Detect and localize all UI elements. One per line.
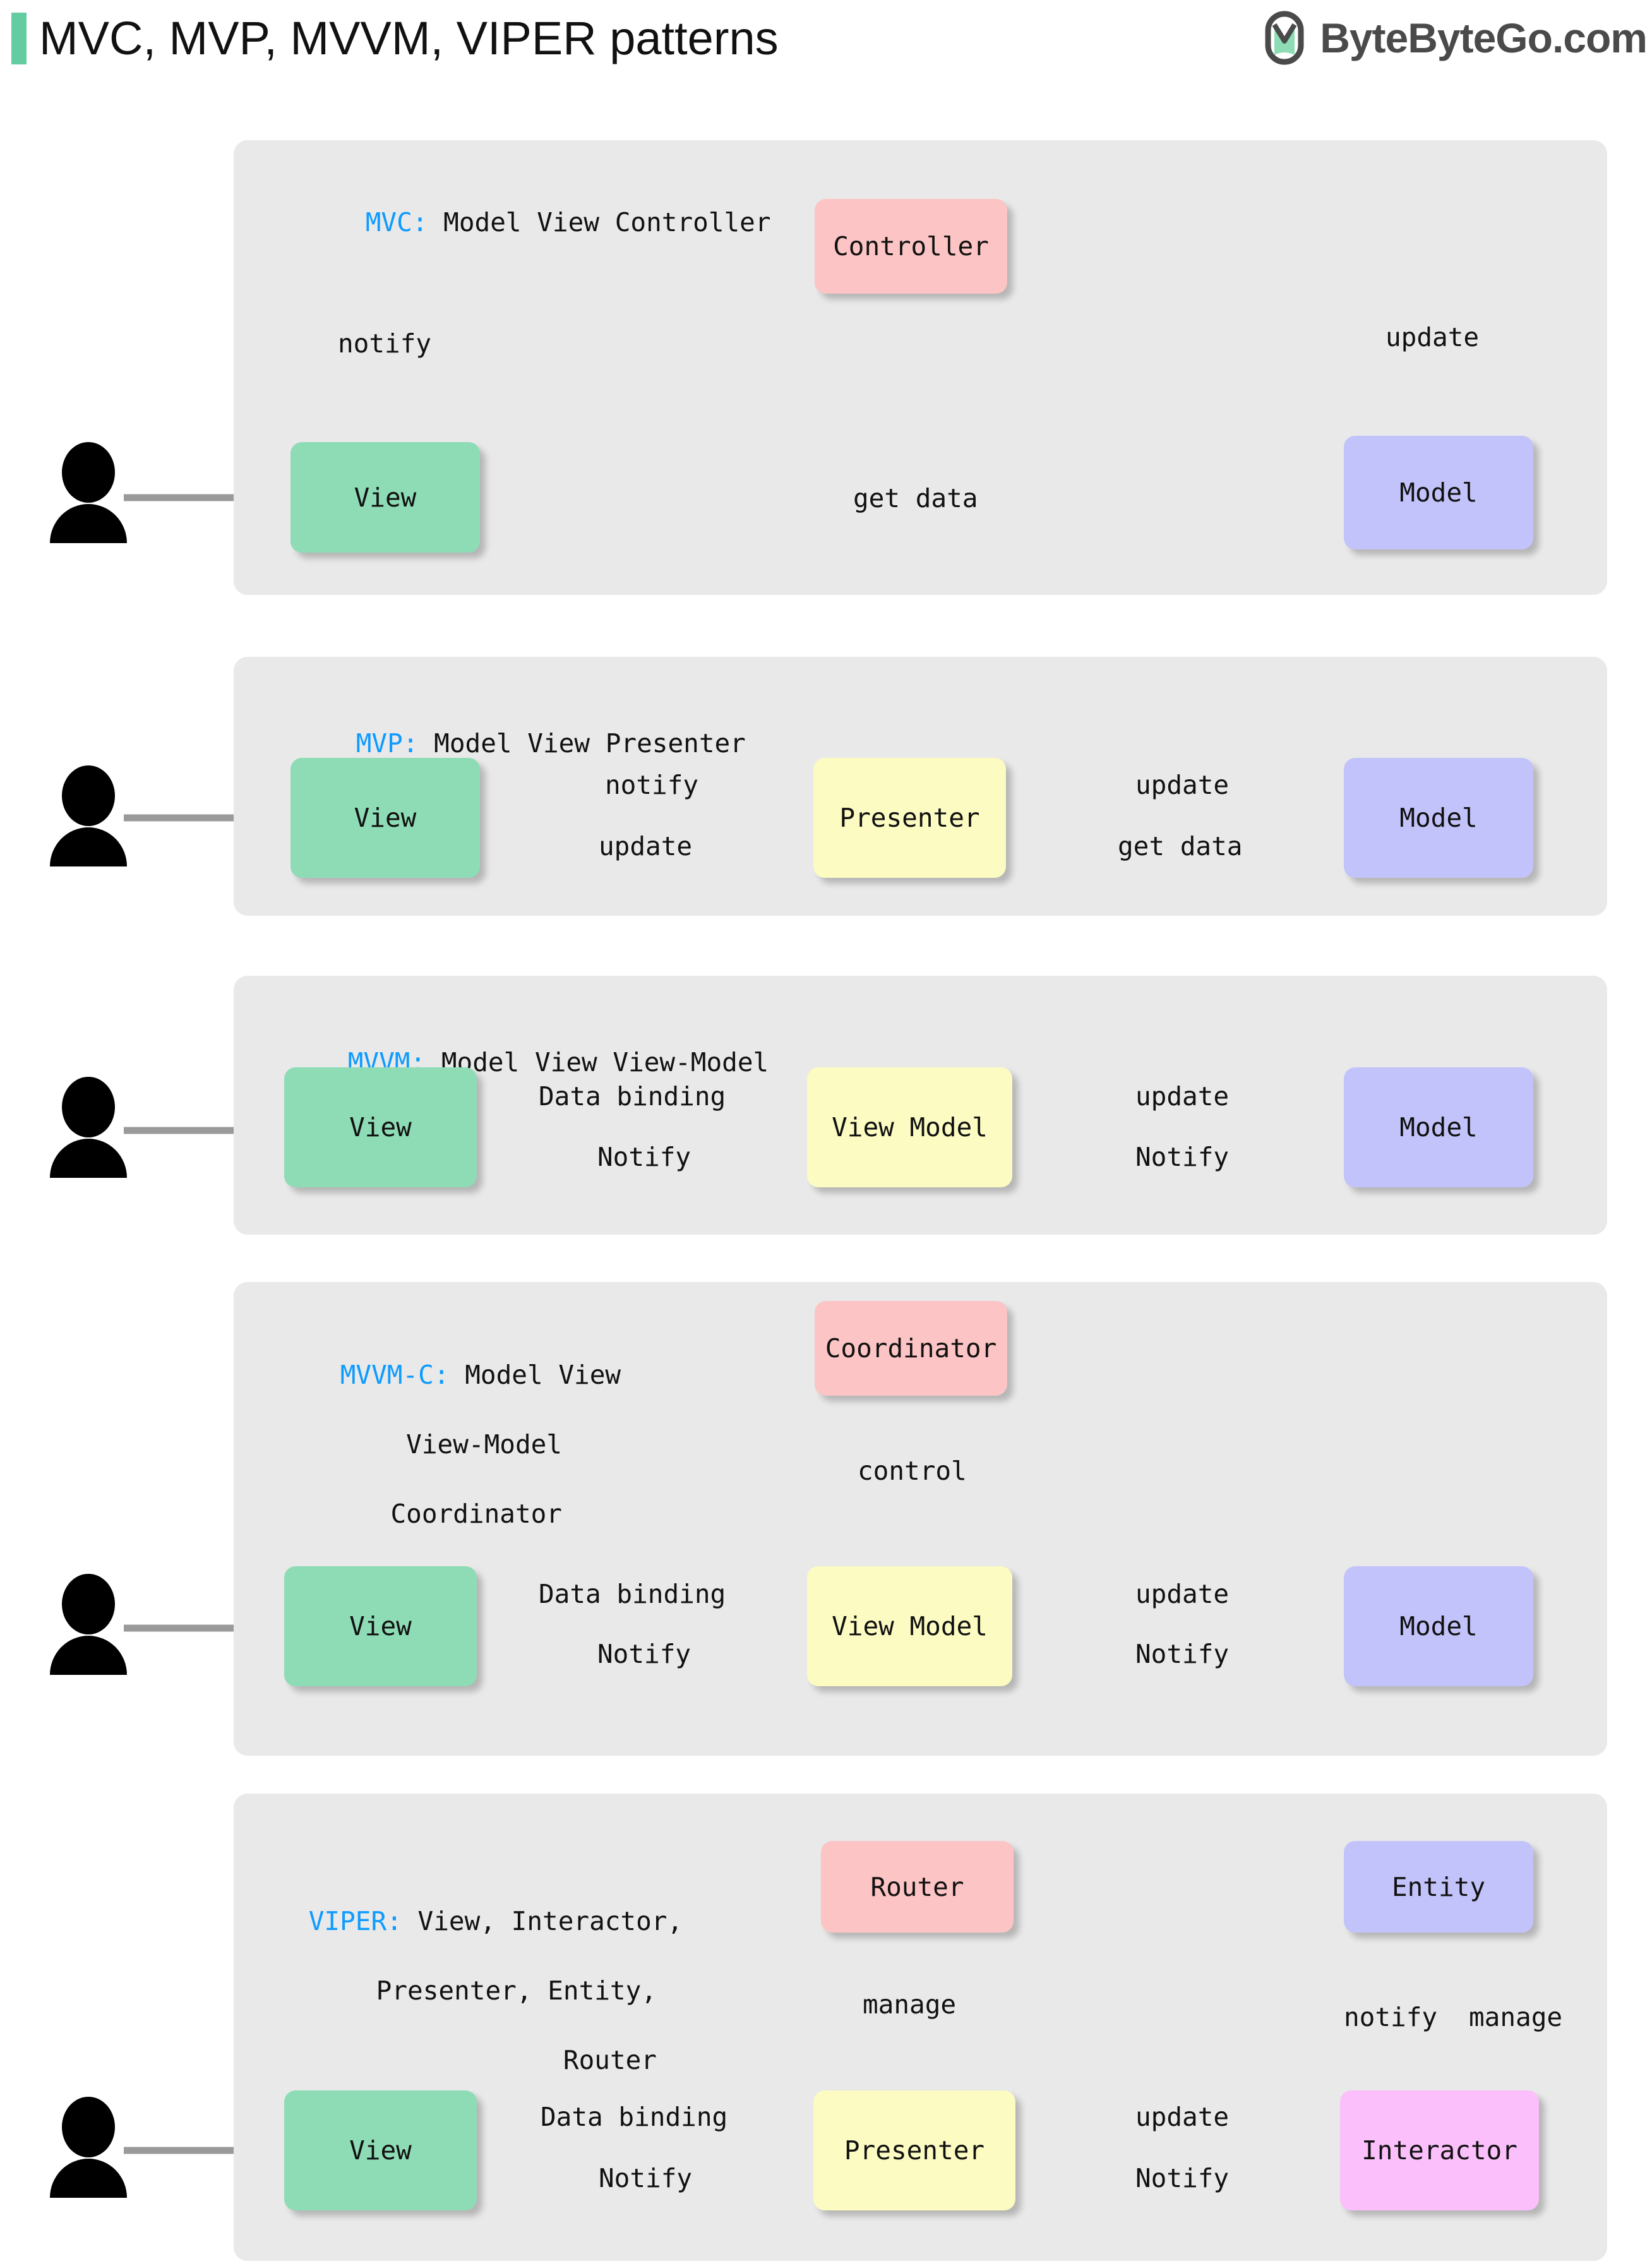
section-key-mvp: MVP: (356, 728, 419, 758)
section-title-mvvm: MVVM: Model View View-Model (285, 1010, 769, 1115)
section-title-mvc: MVC: Model View Controller (303, 171, 771, 275)
node-view-model[interactable]: View Model (807, 1067, 1012, 1187)
node-presenter[interactable]: Presenter (813, 2090, 1015, 2210)
node-view[interactable]: View (284, 1067, 477, 1187)
edge-label-notify: Notify (594, 2163, 698, 2193)
section-key-mvvmc: MVVM-C: (340, 1360, 450, 1390)
section-title-line-1: View, Interactor, (402, 1906, 683, 1936)
section-title-line-2: View-Model (406, 1429, 562, 1460)
section-key-viper: VIPER: (308, 1906, 402, 1936)
edge-label-notify: notify (600, 770, 704, 800)
user-person-icon (50, 765, 127, 866)
edge-label-data-binding: Data binding (534, 1081, 731, 1112)
edge-label-update: update (594, 831, 698, 861)
page-header: MVC, MVP, MVVM, VIPER patterns ByteByteG… (0, 0, 1652, 88)
edge-label-notify: Notify (1130, 2163, 1235, 2193)
header-accent-bar (11, 13, 27, 64)
node-view-model[interactable]: View Model (807, 1566, 1012, 1686)
bytebytego-logo-icon (1265, 11, 1304, 65)
edge-label-get-data: get data (1113, 831, 1248, 861)
edge-label-data-binding: Data binding (536, 2102, 733, 2132)
node-router[interactable]: Router (821, 1841, 1014, 1933)
user-person-icon (50, 2097, 127, 2198)
edge-label-get-data: get data (848, 483, 983, 513)
brand-name: ByteByteGo.com (1320, 15, 1648, 61)
edge-label-notify: notify (1339, 2002, 1443, 2032)
section-title-text-mvc: Model View Controller (428, 207, 771, 237)
user-person-icon (50, 1574, 127, 1675)
node-controller[interactable]: Controller (815, 199, 1007, 294)
edge-label-manage: manage (858, 1989, 962, 2020)
node-model[interactable]: Model (1344, 1566, 1533, 1686)
edge-label-control: control (853, 1456, 972, 1486)
edge-label-notify: Notify (1130, 1142, 1235, 1172)
edge-label-notify: notify (333, 328, 437, 359)
edge-label-update: update (1130, 770, 1235, 800)
edge-label-update: update (1380, 322, 1485, 352)
user-person-icon (50, 1077, 127, 1178)
node-view[interactable]: View (284, 2090, 477, 2210)
edge-label-update: update (1130, 1579, 1235, 1609)
node-model[interactable]: Model (1344, 1067, 1533, 1187)
section-title-text-mvvm: Model View View-Model (426, 1047, 769, 1077)
section-key-mvc: MVC: (365, 207, 428, 237)
node-view[interactable]: View (290, 758, 480, 878)
edge-label-manage: manage (1464, 2002, 1568, 2032)
edge-label-notify: Notify (592, 1142, 697, 1172)
section-title-mvvmc: MVVM-C: Model View View-Model Coordinato… (278, 1323, 621, 1566)
node-view[interactable]: View (284, 1566, 477, 1686)
edge-label-notify: Notify (592, 1639, 697, 1669)
user-person-icon (50, 442, 127, 543)
node-interactor[interactable]: Interactor (1340, 2090, 1539, 2210)
node-presenter[interactable]: Presenter (813, 758, 1006, 878)
section-title-text-mvp: Model View Presenter (418, 728, 746, 758)
edge-label-notify: Notify (1130, 1639, 1235, 1669)
section-title-line-3: Router (563, 2045, 657, 2075)
section-title-line-3: Coordinator (390, 1499, 562, 1529)
node-coordinator[interactable]: Coordinator (815, 1301, 1007, 1396)
edge-label-update: update (1130, 2102, 1235, 2132)
section-title-line-2: Presenter, Entity, (376, 1975, 657, 2006)
section-title-viper: VIPER: View, Interactor, Presenter, Enti… (246, 1869, 683, 2113)
edge-label-update: update (1130, 1081, 1235, 1112)
brand-logo: ByteByteGo.com (1262, 9, 1648, 67)
node-view[interactable]: View (290, 442, 480, 553)
node-model[interactable]: Model (1344, 436, 1533, 549)
node-model[interactable]: Model (1344, 758, 1533, 878)
edge-label-data-binding: Data binding (534, 1579, 731, 1609)
page-title: MVC, MVP, MVVM, VIPER patterns (39, 12, 779, 64)
section-title-mvp: MVP: Model View Presenter (294, 692, 746, 796)
node-entity[interactable]: Entity (1344, 1841, 1533, 1933)
section-title-line-1: Model View (449, 1360, 621, 1390)
